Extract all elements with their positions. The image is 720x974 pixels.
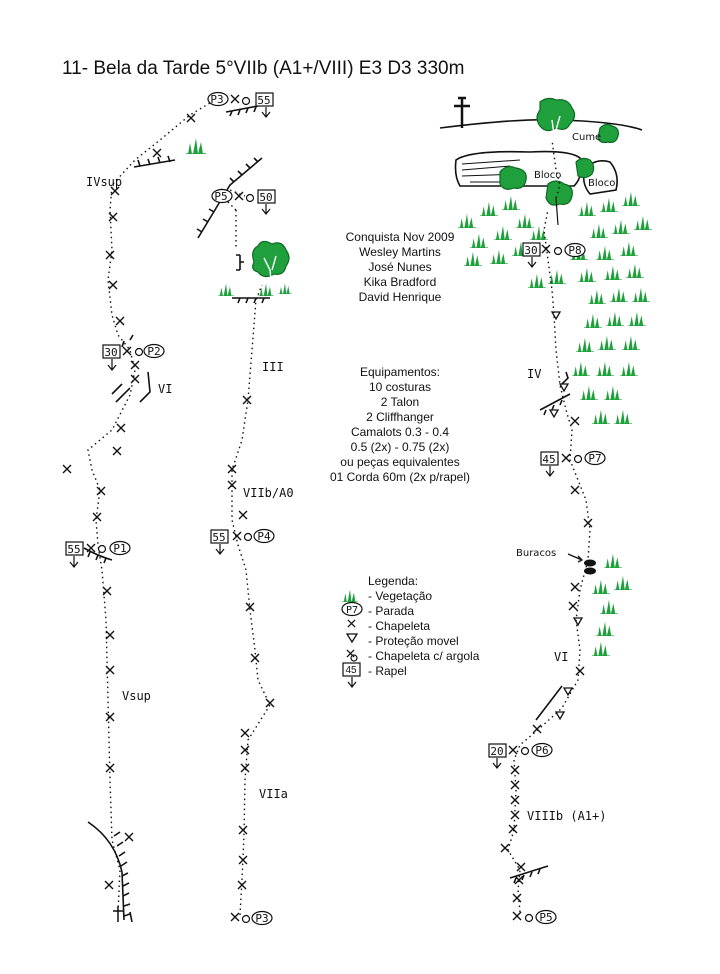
vegetation-icon xyxy=(186,137,206,154)
vegetation-icon xyxy=(341,588,359,602)
station-p1 xyxy=(65,540,131,568)
bolt-with-ring-icon xyxy=(346,649,358,662)
grade-viia: VIIa xyxy=(259,787,288,801)
rappel-55-mid-label: 55 xyxy=(212,531,225,544)
legend-rappel-symbol: 45 xyxy=(345,665,357,676)
vegetation-icon xyxy=(218,282,234,296)
right-rock-features xyxy=(509,371,571,884)
first-ascent-heading: Conquista Nov 2009 xyxy=(345,230,455,244)
bolt-icon xyxy=(347,619,356,628)
equipment-item: ou peças equivalentes xyxy=(340,455,460,469)
route-title: 11- Bela da Tarde 5°VIIb (A1+/VIII) E3 D… xyxy=(62,58,465,79)
right-vegetation-field xyxy=(458,191,652,656)
middle-tree xyxy=(252,240,290,291)
label-cume: Cume xyxy=(572,132,601,143)
right-removable-protection xyxy=(548,311,584,721)
grade-vi-right: VI xyxy=(554,650,568,664)
station-p5-bottom xyxy=(512,909,557,925)
first-ascent-name: José Nunes xyxy=(368,260,432,274)
grade-iii: III xyxy=(262,360,284,374)
holes xyxy=(567,553,596,575)
first-ascent-name: Wesley Martins xyxy=(359,245,441,259)
middle-rock-features xyxy=(196,157,270,304)
legend-label: - Vegetação xyxy=(368,589,433,603)
equipment-item: 10 costuras xyxy=(368,380,432,394)
label-bloco-2: Bloco xyxy=(588,178,615,189)
legend-label: - Chapeleta c/ argola xyxy=(368,649,480,663)
label-bloco-1: Bloco xyxy=(534,170,561,181)
rappel-20-label: 20 xyxy=(490,745,503,758)
grade-ivsup: IVsup xyxy=(86,175,122,189)
middle-route-line xyxy=(225,189,271,916)
rappel-45-top-label: 55 xyxy=(257,94,270,107)
station-p7-label: P7 xyxy=(588,452,601,465)
rappel-55-left-label: 55 xyxy=(67,543,80,556)
grade-viiib-a1: VIIIb (A1+) xyxy=(527,809,606,823)
label-buracos: Buracos xyxy=(516,548,556,559)
summit-area xyxy=(439,96,643,226)
right-route-line xyxy=(507,139,591,913)
station-p5-top xyxy=(211,188,276,215)
station-p3-top xyxy=(207,91,274,118)
legend-label: - Parada xyxy=(368,604,415,618)
equipment-item: 2 Talon xyxy=(380,395,420,409)
start-cross-left xyxy=(113,906,123,922)
rappel-30-right-label: 30 xyxy=(524,244,537,257)
left-rock-features xyxy=(83,105,259,923)
rappel-45-right-label: 45 xyxy=(542,453,555,466)
station-p3-bottom-label: P3 xyxy=(255,912,268,925)
equipment-item: 0.5 (2x) - 0.75 (2x) xyxy=(350,440,450,454)
legend-icons xyxy=(341,588,363,688)
middle-bolts xyxy=(227,395,275,890)
rappel-icon xyxy=(342,662,361,688)
equipment-block: Equipamentos: 10 costuras 2 Talon 2 Clif… xyxy=(315,365,485,485)
belay-station-icon xyxy=(341,601,363,617)
left-route-line xyxy=(87,99,216,913)
station-p6 xyxy=(488,742,553,769)
station-p2-label: P2 xyxy=(147,345,160,358)
grade-vi-left: VI xyxy=(158,382,172,396)
grade-iv: IV xyxy=(527,367,541,381)
legend-label: - Proteção movel xyxy=(368,634,459,648)
grade-viib-a0: VIIb/A0 xyxy=(243,486,294,500)
equipment-heading: Equipamentos: xyxy=(359,365,441,379)
station-p4 xyxy=(210,528,275,555)
legend-label: - Rapel xyxy=(368,664,407,678)
right-bolts xyxy=(500,416,593,903)
first-ascent-name: Kika Bradford xyxy=(363,275,437,289)
station-p3-bottom xyxy=(230,910,273,926)
rappel-50-label: 50 xyxy=(259,191,272,204)
station-p7 xyxy=(540,450,606,477)
station-p2 xyxy=(102,343,165,371)
station-p6-label: P6 xyxy=(535,744,548,757)
equipment-item: 2 Cliffhanger xyxy=(366,410,434,424)
grade-vsup: Vsup xyxy=(122,689,151,703)
station-p3-top-label: P3 xyxy=(210,93,223,106)
vegetation-icon xyxy=(278,282,292,294)
legend-label: - Chapeleta xyxy=(368,619,431,633)
legend-parada-symbol: P7 xyxy=(346,605,358,616)
first-ascent-block: Conquista Nov 2009 Wesley Martins José N… xyxy=(320,230,480,305)
station-p4-label: P4 xyxy=(257,530,271,543)
equipment-item: Camalots 0.3 - 0.4 xyxy=(350,425,450,439)
first-ascent-name: David Henrique xyxy=(358,290,442,304)
station-p1-label: P1 xyxy=(113,542,126,555)
station-p5-bottom-label: P5 xyxy=(539,911,552,924)
rappel-30-left-label: 30 xyxy=(104,346,117,359)
removable-protection-icon xyxy=(345,633,359,644)
equipment-item: 01 Corda 60m (2x p/rapel) xyxy=(329,470,471,484)
station-p8 xyxy=(522,242,586,268)
station-p5-top-label: P5 xyxy=(214,190,227,203)
station-p8-label: P8 xyxy=(568,244,581,257)
legend-heading: Legenda: xyxy=(368,574,419,588)
left-bolts xyxy=(62,113,196,890)
